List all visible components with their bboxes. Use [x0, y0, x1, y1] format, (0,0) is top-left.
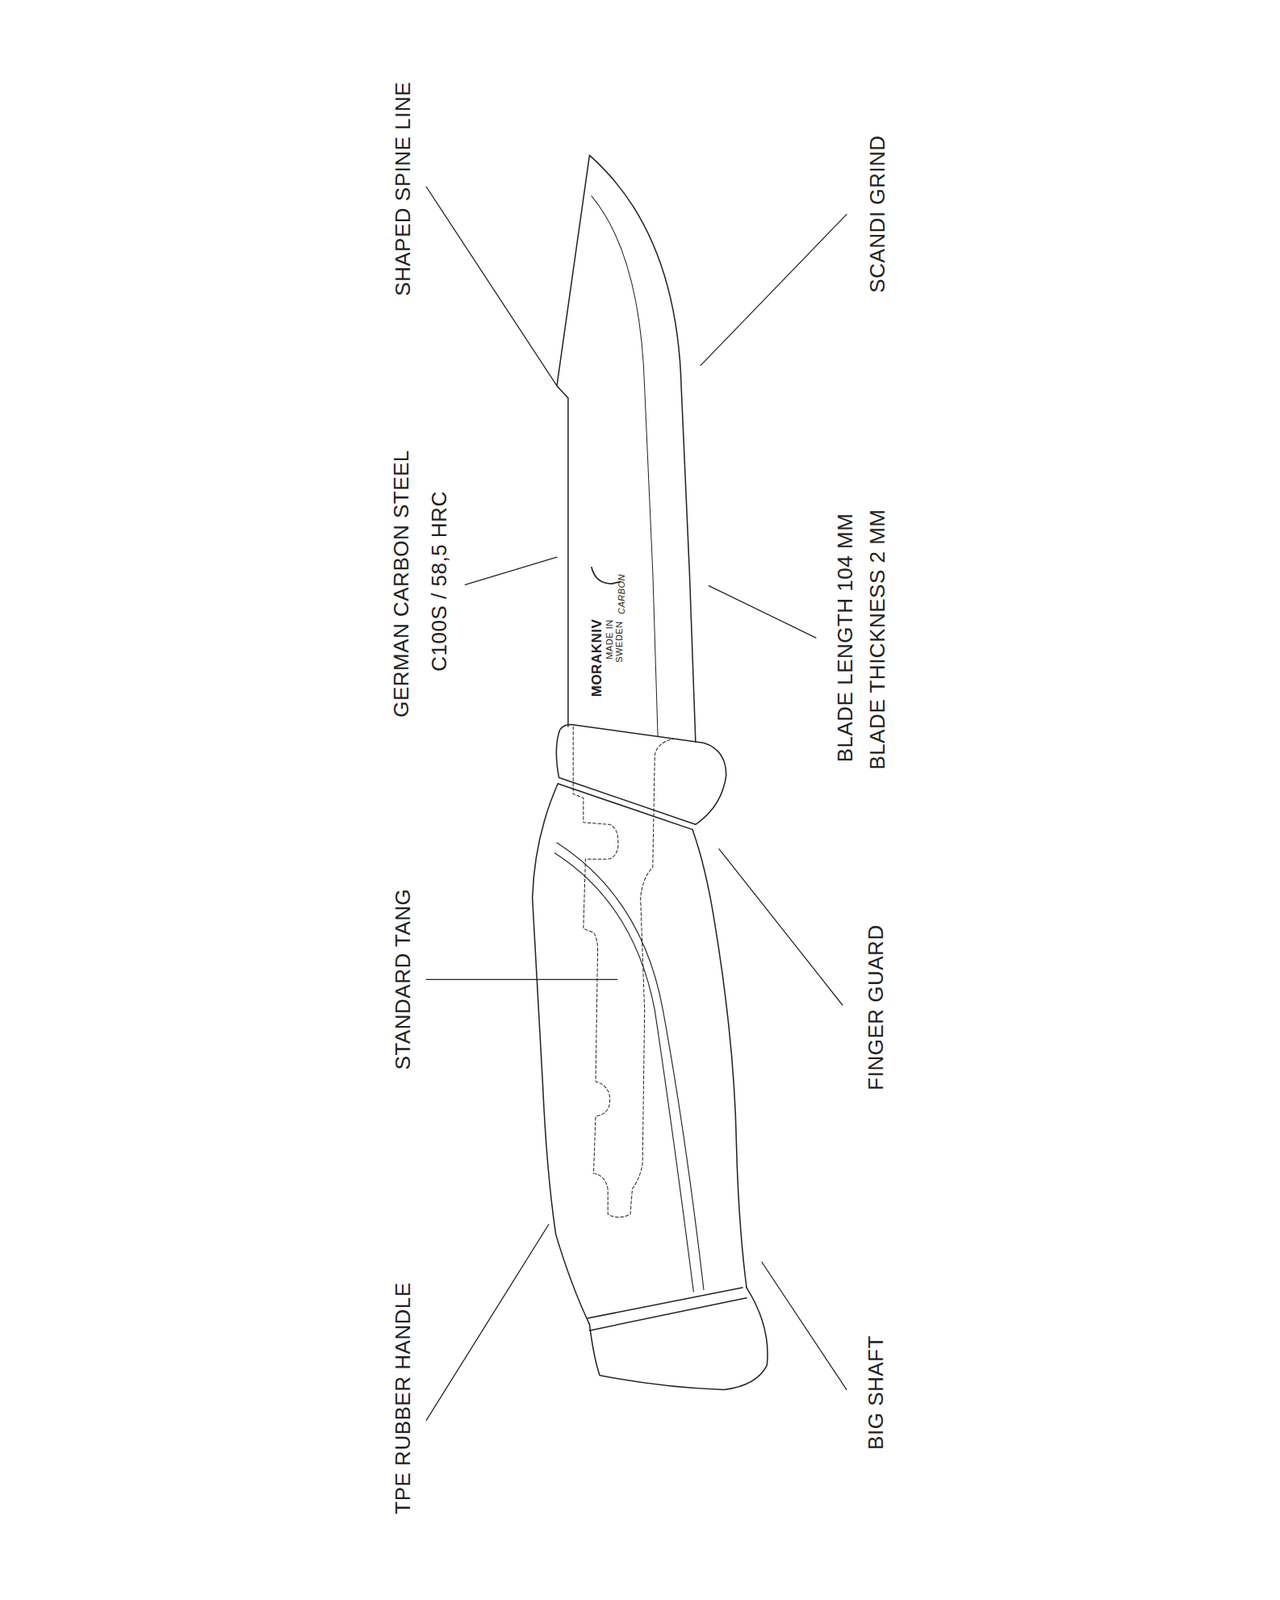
brand-mark: MORAKNIV — [589, 619, 604, 698]
guard-band — [557, 783, 693, 830]
spec-label: C100S / 58,5 HRC — [428, 490, 450, 671]
spec-label: GERMAN CARBON STEEL — [390, 449, 412, 718]
part-label: TPE RUBBER HANDLE — [392, 1281, 414, 1514]
spec-label: BLADE THICKNESS 2 MM — [866, 508, 888, 770]
part-label: SHAPED SPINE LINE — [392, 81, 414, 297]
part-label: BIG SHAFT — [865, 1334, 887, 1450]
part-label: SCANDI GRIND — [866, 134, 888, 293]
spec-label: BLADE LENGTH 104 MM — [834, 513, 856, 763]
tang-outline — [573, 726, 674, 1218]
handle-inner-curve — [554, 842, 704, 1292]
blade-outline — [556, 154, 696, 742]
leader-lines — [426, 186, 847, 1420]
handle-outline — [532, 783, 747, 1325]
part-label: FINGER GUARD — [865, 924, 887, 1090]
blade-stamp: SWEDEN — [614, 620, 624, 662]
blade-stamp: MADE IN — [605, 619, 615, 659]
part-label: STANDARD TANG — [392, 888, 414, 1071]
brand-swoosh — [591, 567, 620, 584]
blade-stamp: CARBON — [617, 573, 627, 615]
finger-guard — [556, 723, 726, 825]
pommel — [589, 1287, 768, 1389]
pommel-band — [587, 1287, 747, 1331]
